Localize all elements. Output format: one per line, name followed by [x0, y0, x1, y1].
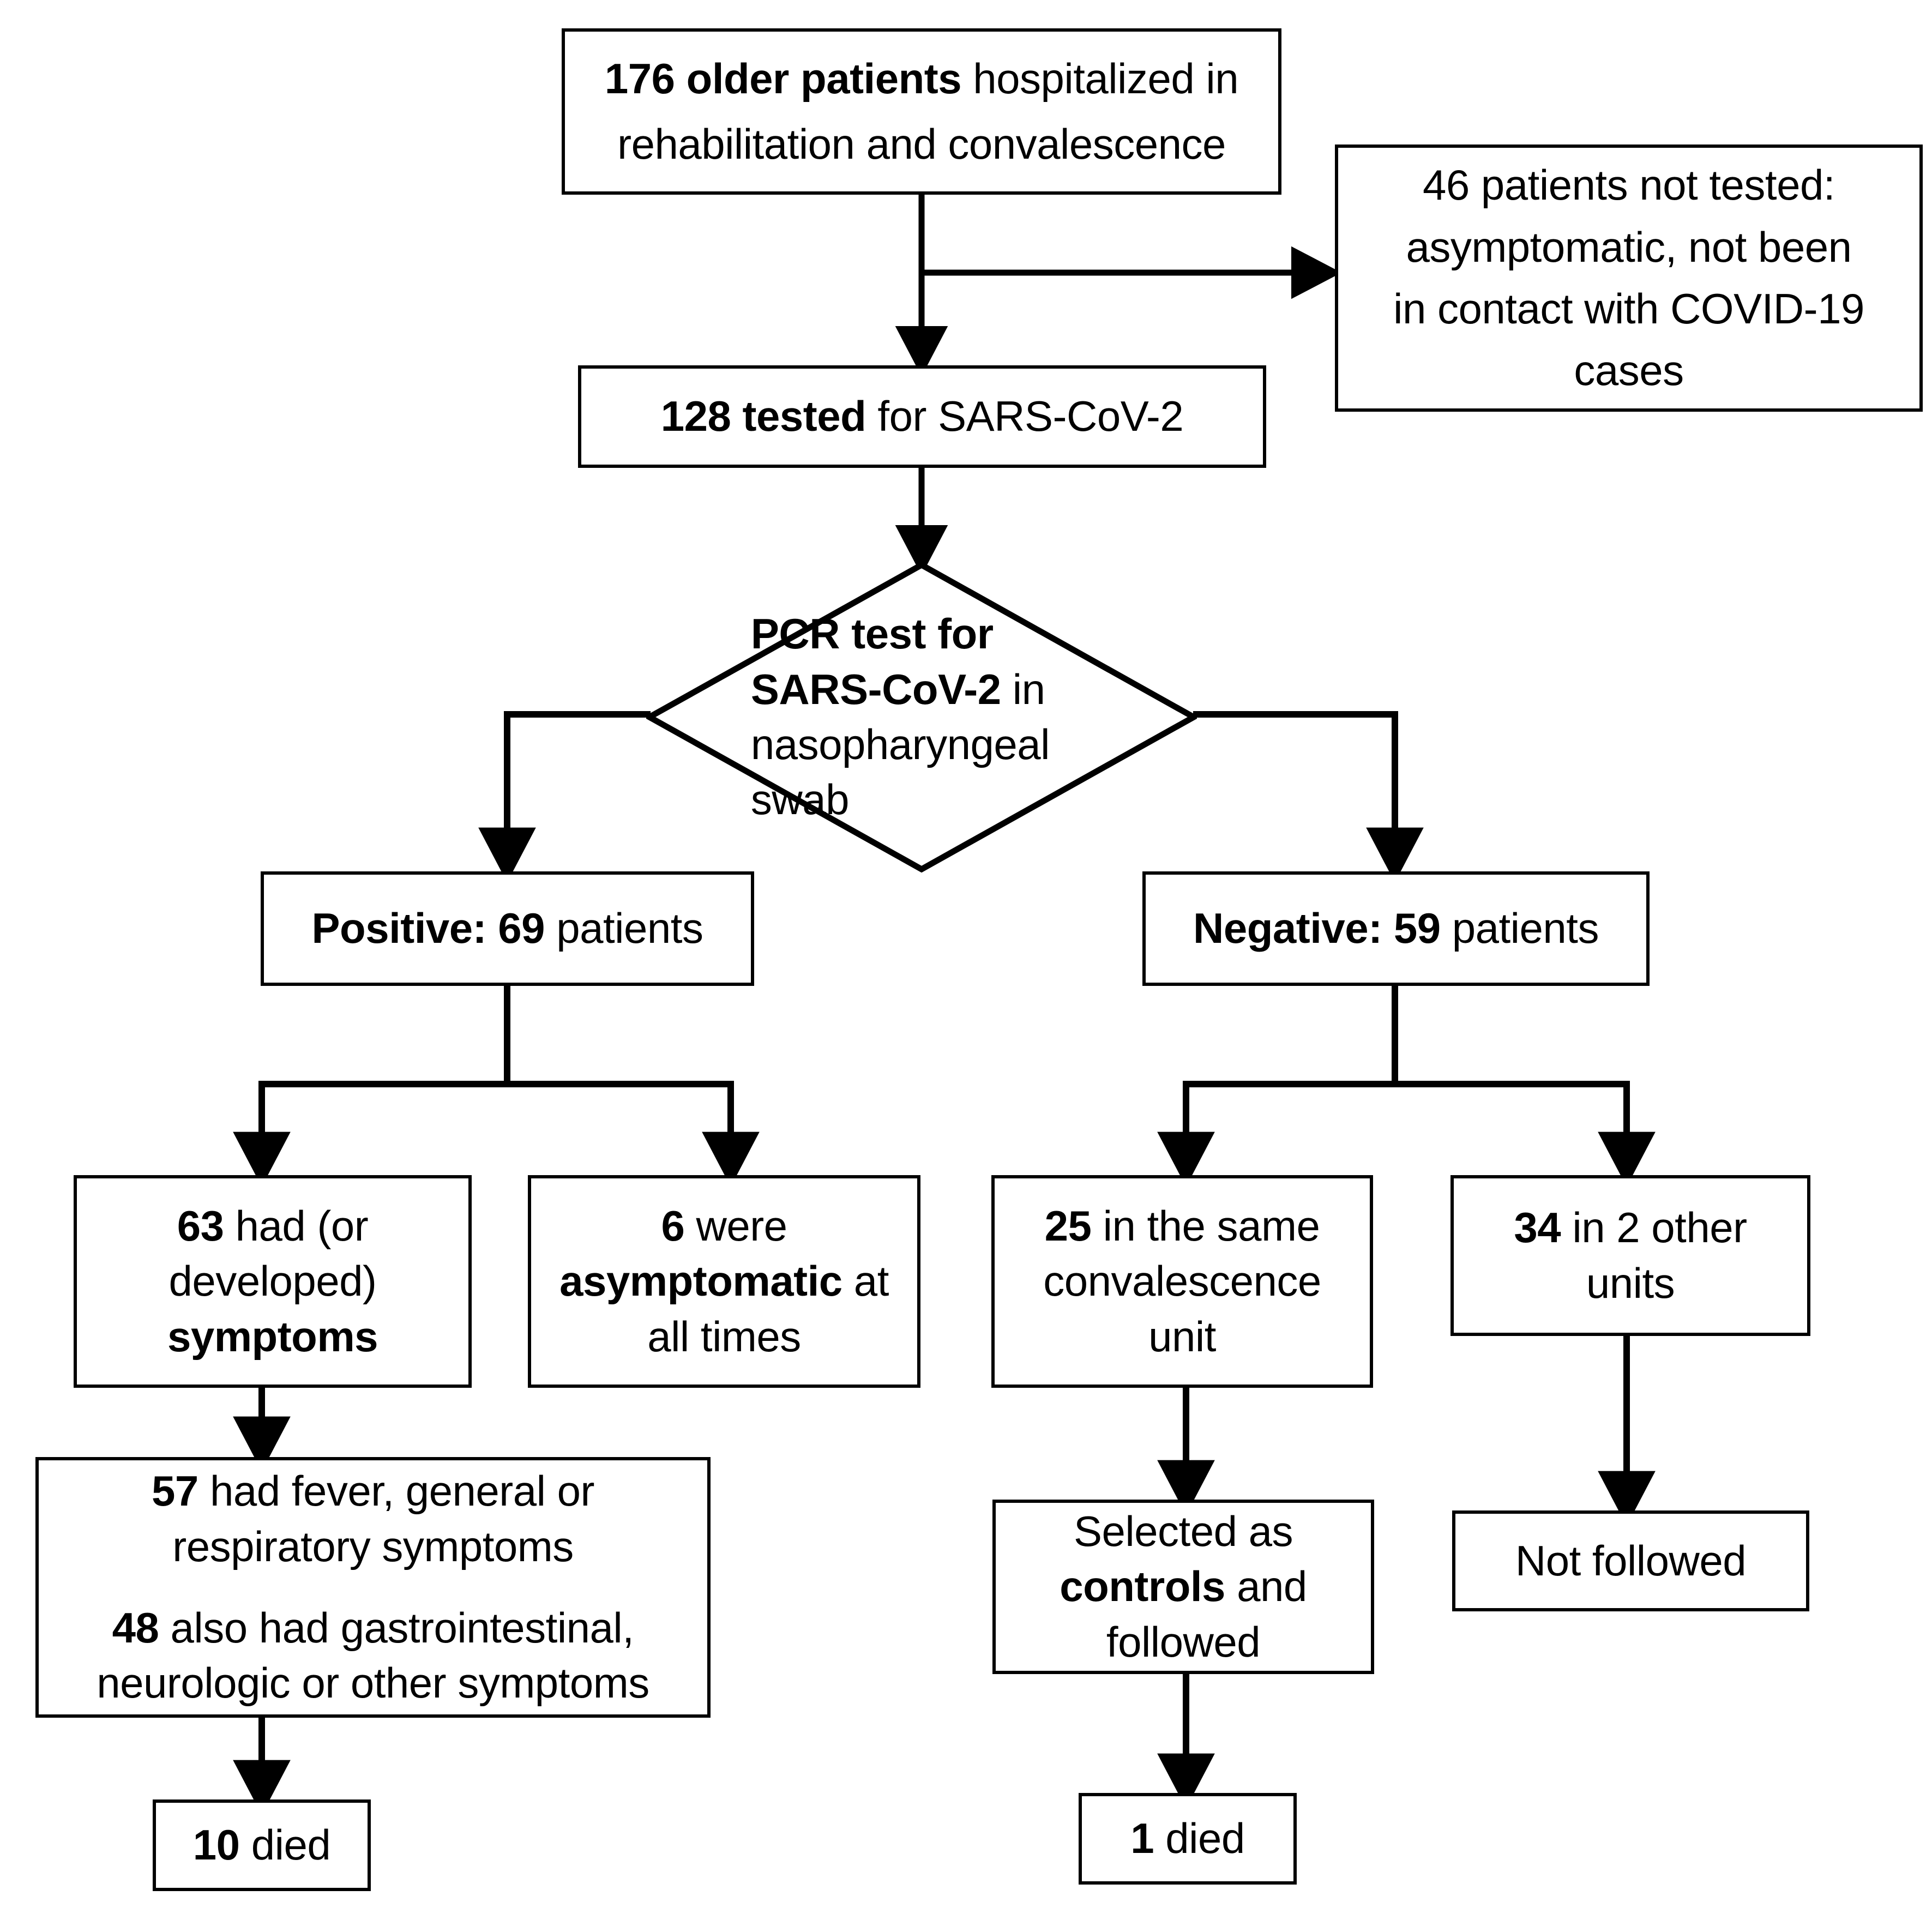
symptom-detail-para-1: 57 had fever, general or respiratory sym…: [152, 1467, 594, 1570]
node-other-units[interactable]: 34 in 2 other units: [1450, 1175, 1810, 1336]
node-died-positive[interactable]: 10 died: [153, 1799, 371, 1891]
node-controls[interactable]: Selected as controls and followed: [992, 1500, 1374, 1674]
not-tested-line-1: 46 patients not tested:: [1422, 161, 1835, 209]
controls-label: Selected as controls and followed: [1060, 1507, 1307, 1666]
negative-label: Negative: 59 patients: [1193, 904, 1599, 953]
cohort-line-2: rehabilitation and convalescence: [617, 119, 1226, 168]
edge-positive-split-right: [507, 1081, 760, 1187]
node-asymptomatic[interactable]: 6 were asymptomatic at all times: [528, 1175, 920, 1388]
edge-negative-split-right: [1395, 1081, 1656, 1187]
node-same-unit[interactable]: 25 in the same convalescence unit: [991, 1175, 1373, 1388]
not-tested-line-3: in contact with COVID-19: [1393, 285, 1864, 333]
edge-positive-split: [233, 986, 510, 1187]
not-tested-line-2: asymptomatic, not been: [1406, 222, 1852, 271]
node-negative[interactable]: Negative: 59 patients: [1142, 871, 1650, 986]
node-symptom-detail[interactable]: 57 had fever, general or respiratory sym…: [35, 1457, 711, 1718]
node-cohort[interactable]: 176 older patients hospitalized in rehab…: [562, 28, 1281, 195]
diamond-shape: [646, 562, 1197, 872]
node-not-tested[interactable]: 46 patients not tested: asymptomatic, no…: [1335, 145, 1923, 412]
not-tested-line-4: cases: [1574, 346, 1684, 395]
not-followed-label: Not followed: [1515, 1536, 1747, 1585]
other-units-label: 34 in 2 other units: [1514, 1203, 1747, 1307]
cohort-line-1: 176 older patients hospitalized in: [604, 55, 1239, 103]
edge-pcr-to-positive: [478, 711, 651, 883]
symptomatic-label: 63 had (or developed) symptoms: [167, 1201, 378, 1361]
node-not-followed[interactable]: Not followed: [1452, 1510, 1809, 1611]
node-positive[interactable]: Positive: 69 patients: [261, 871, 754, 986]
died-positive-label: 10 died: [192, 1821, 331, 1869]
symptom-detail-para-2: 48 also had gastrointestinal, neurologic…: [97, 1604, 649, 1707]
same-unit-label: 25 in the same convalescence unit: [1043, 1201, 1321, 1361]
node-died-control[interactable]: 1 died: [1079, 1793, 1297, 1885]
node-pcr-decision[interactable]: PCR test for SARS-CoV-2 in nasopharyngea…: [646, 562, 1197, 872]
tested-label: 128 tested for SARS-CoV-2: [660, 392, 1184, 441]
pcr-label: PCR test for SARS-CoV-2 in nasopharyngea…: [750, 610, 1050, 824]
positive-label: Positive: 69 patients: [311, 904, 703, 953]
asymptomatic-label: 6 were asymptomatic at all times: [559, 1201, 889, 1361]
edge-negative-split: [1157, 986, 1398, 1187]
edge-pcr-to-negative: [1193, 711, 1424, 883]
node-tested[interactable]: 128 tested for SARS-CoV-2: [578, 365, 1266, 468]
died-control-label: 1 died: [1130, 1814, 1245, 1863]
node-symptomatic[interactable]: 63 had (or developed) symptoms: [74, 1175, 472, 1388]
